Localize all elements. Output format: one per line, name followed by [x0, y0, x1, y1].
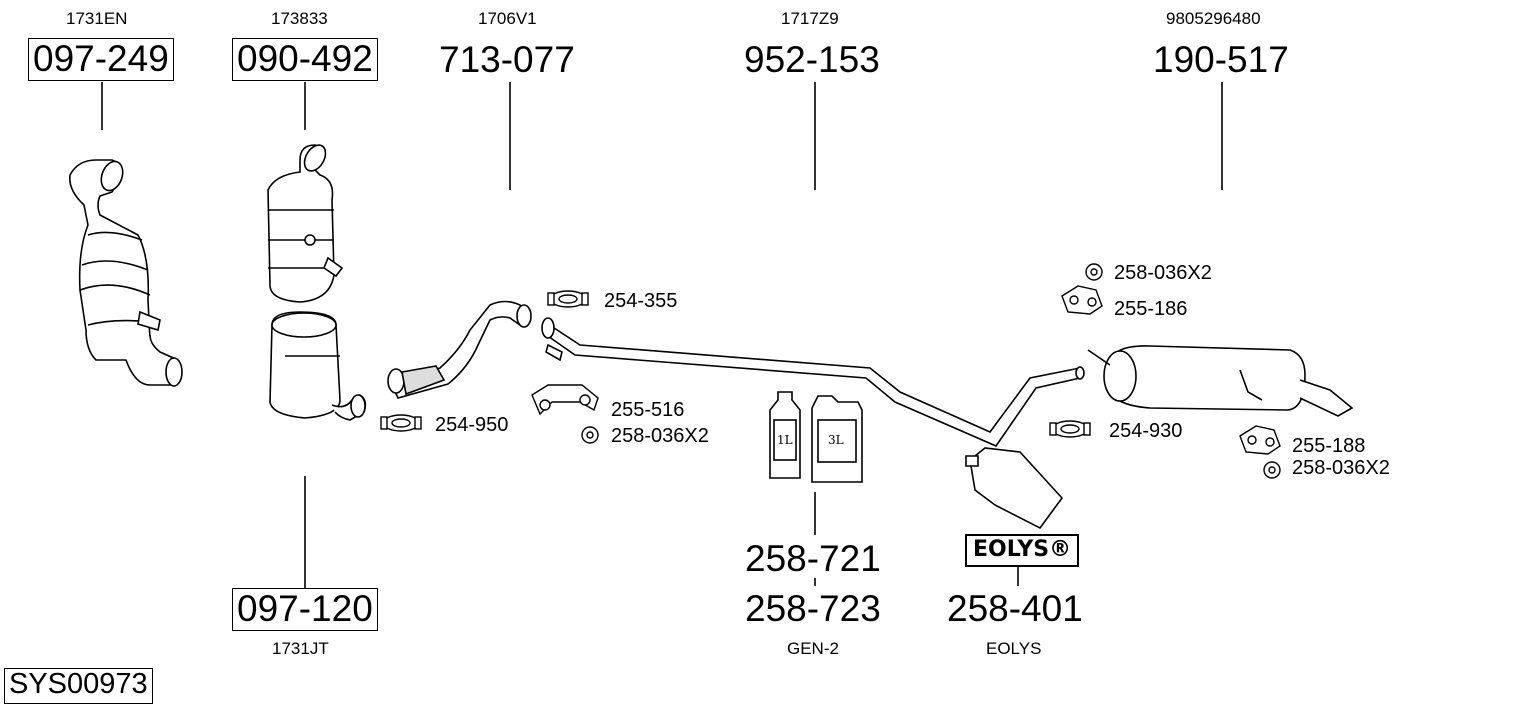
rear-silencer-190-517-drawing: [1087, 345, 1354, 417]
hanger-255-186-drawing: [1061, 285, 1103, 315]
part-number-258-401[interactable]: 258-401: [947, 588, 1083, 629]
clamp-254-930-drawing: [1049, 420, 1091, 438]
clamp-254-355-drawing: [547, 290, 589, 308]
callout-255-186[interactable]: 255-186: [1114, 298, 1188, 320]
callout-258-036x2-c[interactable]: 258-036X2: [1292, 457, 1390, 479]
nut-258-036x2-b-drawing: [1085, 263, 1103, 281]
container-3l-drawing: [811, 395, 863, 483]
callout-254-355[interactable]: 254-355: [604, 290, 678, 312]
part-number-258-721[interactable]: 258-721: [745, 538, 881, 579]
hanger-255-516-drawing: [531, 384, 599, 416]
oem-number-190-517: 9805296480: [1166, 9, 1261, 28]
eolys-pouch-drawing: [965, 447, 1064, 530]
particle-filter-097-120-drawing: [269, 311, 367, 421]
eolys-logo: EOLYS®: [965, 534, 1080, 568]
callout-254-930[interactable]: 254-930: [1109, 420, 1183, 442]
container-1l-label: 1L: [777, 433, 793, 447]
container-3l-label: 3L: [828, 433, 844, 447]
oem-number-952-153: 1717Z9: [781, 9, 839, 28]
part-number-952-153[interactable]: 952-153: [744, 39, 880, 80]
oem-number-097-249: 1731EN: [66, 9, 128, 28]
hanger-255-188-drawing: [1239, 425, 1281, 455]
clamp-254-950-drawing: [380, 414, 422, 432]
oem-number-713-077: 1706V1: [478, 9, 537, 28]
oem-number-097-120: 1731JT: [272, 639, 329, 658]
part-number-713-077[interactable]: 713-077: [439, 39, 575, 80]
part-number-090-492[interactable]: 090-492: [232, 38, 378, 81]
part-number-258-723[interactable]: 258-723: [745, 588, 881, 629]
oem-number-eolys: EOLYS: [986, 639, 1042, 658]
front-pipe-713-077-drawing: [387, 300, 532, 399]
catalytic-converter-097-249-drawing: [68, 159, 183, 387]
nut-258-036x2-a-drawing: [581, 426, 599, 444]
part-number-097-120[interactable]: 097-120: [232, 588, 378, 631]
middle-pipe-952-153-drawing: [541, 317, 1085, 447]
callout-258-036x2-b[interactable]: 258-036X2: [1114, 262, 1212, 284]
callout-258-036x2-a[interactable]: 258-036X2: [611, 425, 709, 447]
oem-number-gen-2: GEN-2: [787, 639, 839, 658]
callout-255-516[interactable]: 255-516: [611, 399, 685, 421]
oem-number-090-492: 173833: [271, 9, 328, 28]
part-number-097-249[interactable]: 097-249: [28, 38, 174, 81]
part-number-190-517[interactable]: 190-517: [1153, 39, 1289, 80]
callout-255-188[interactable]: 255-188: [1292, 435, 1366, 457]
callout-254-950[interactable]: 254-950: [435, 414, 509, 436]
nut-258-036x2-c-drawing: [1263, 461, 1281, 479]
catalytic-converter-090-492-drawing: [267, 144, 344, 303]
system-code: SYS00973: [4, 668, 153, 704]
container-1l-drawing: [769, 391, 801, 479]
